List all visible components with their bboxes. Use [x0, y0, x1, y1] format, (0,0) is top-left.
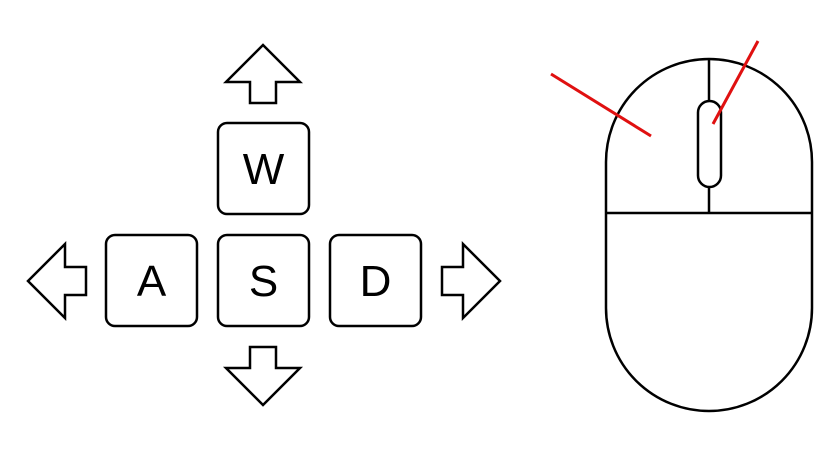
key-a-label: A [137, 257, 167, 306]
key-a: A [104, 233, 199, 328]
key-w-label: W [243, 145, 285, 194]
key-s: S [216, 233, 311, 328]
mouse-icon [604, 57, 814, 413]
down-arrow-icon [222, 345, 304, 407]
key-d-label: D [360, 257, 392, 306]
mouse-pointers [550, 40, 760, 138]
scroll-wheel-pointer [711, 40, 760, 125]
left-arrow-icon [26, 240, 88, 322]
key-s-label: S [249, 257, 278, 306]
wasd-keys: W A S D [104, 121, 423, 328]
right-arrow-icon [440, 240, 502, 322]
direction-arrows [26, 43, 502, 407]
mouse-body [604, 57, 814, 413]
up-arrow-icon [222, 43, 304, 105]
key-w: W [216, 121, 311, 216]
key-d: D [328, 233, 423, 328]
left-button-pointer [550, 72, 652, 138]
